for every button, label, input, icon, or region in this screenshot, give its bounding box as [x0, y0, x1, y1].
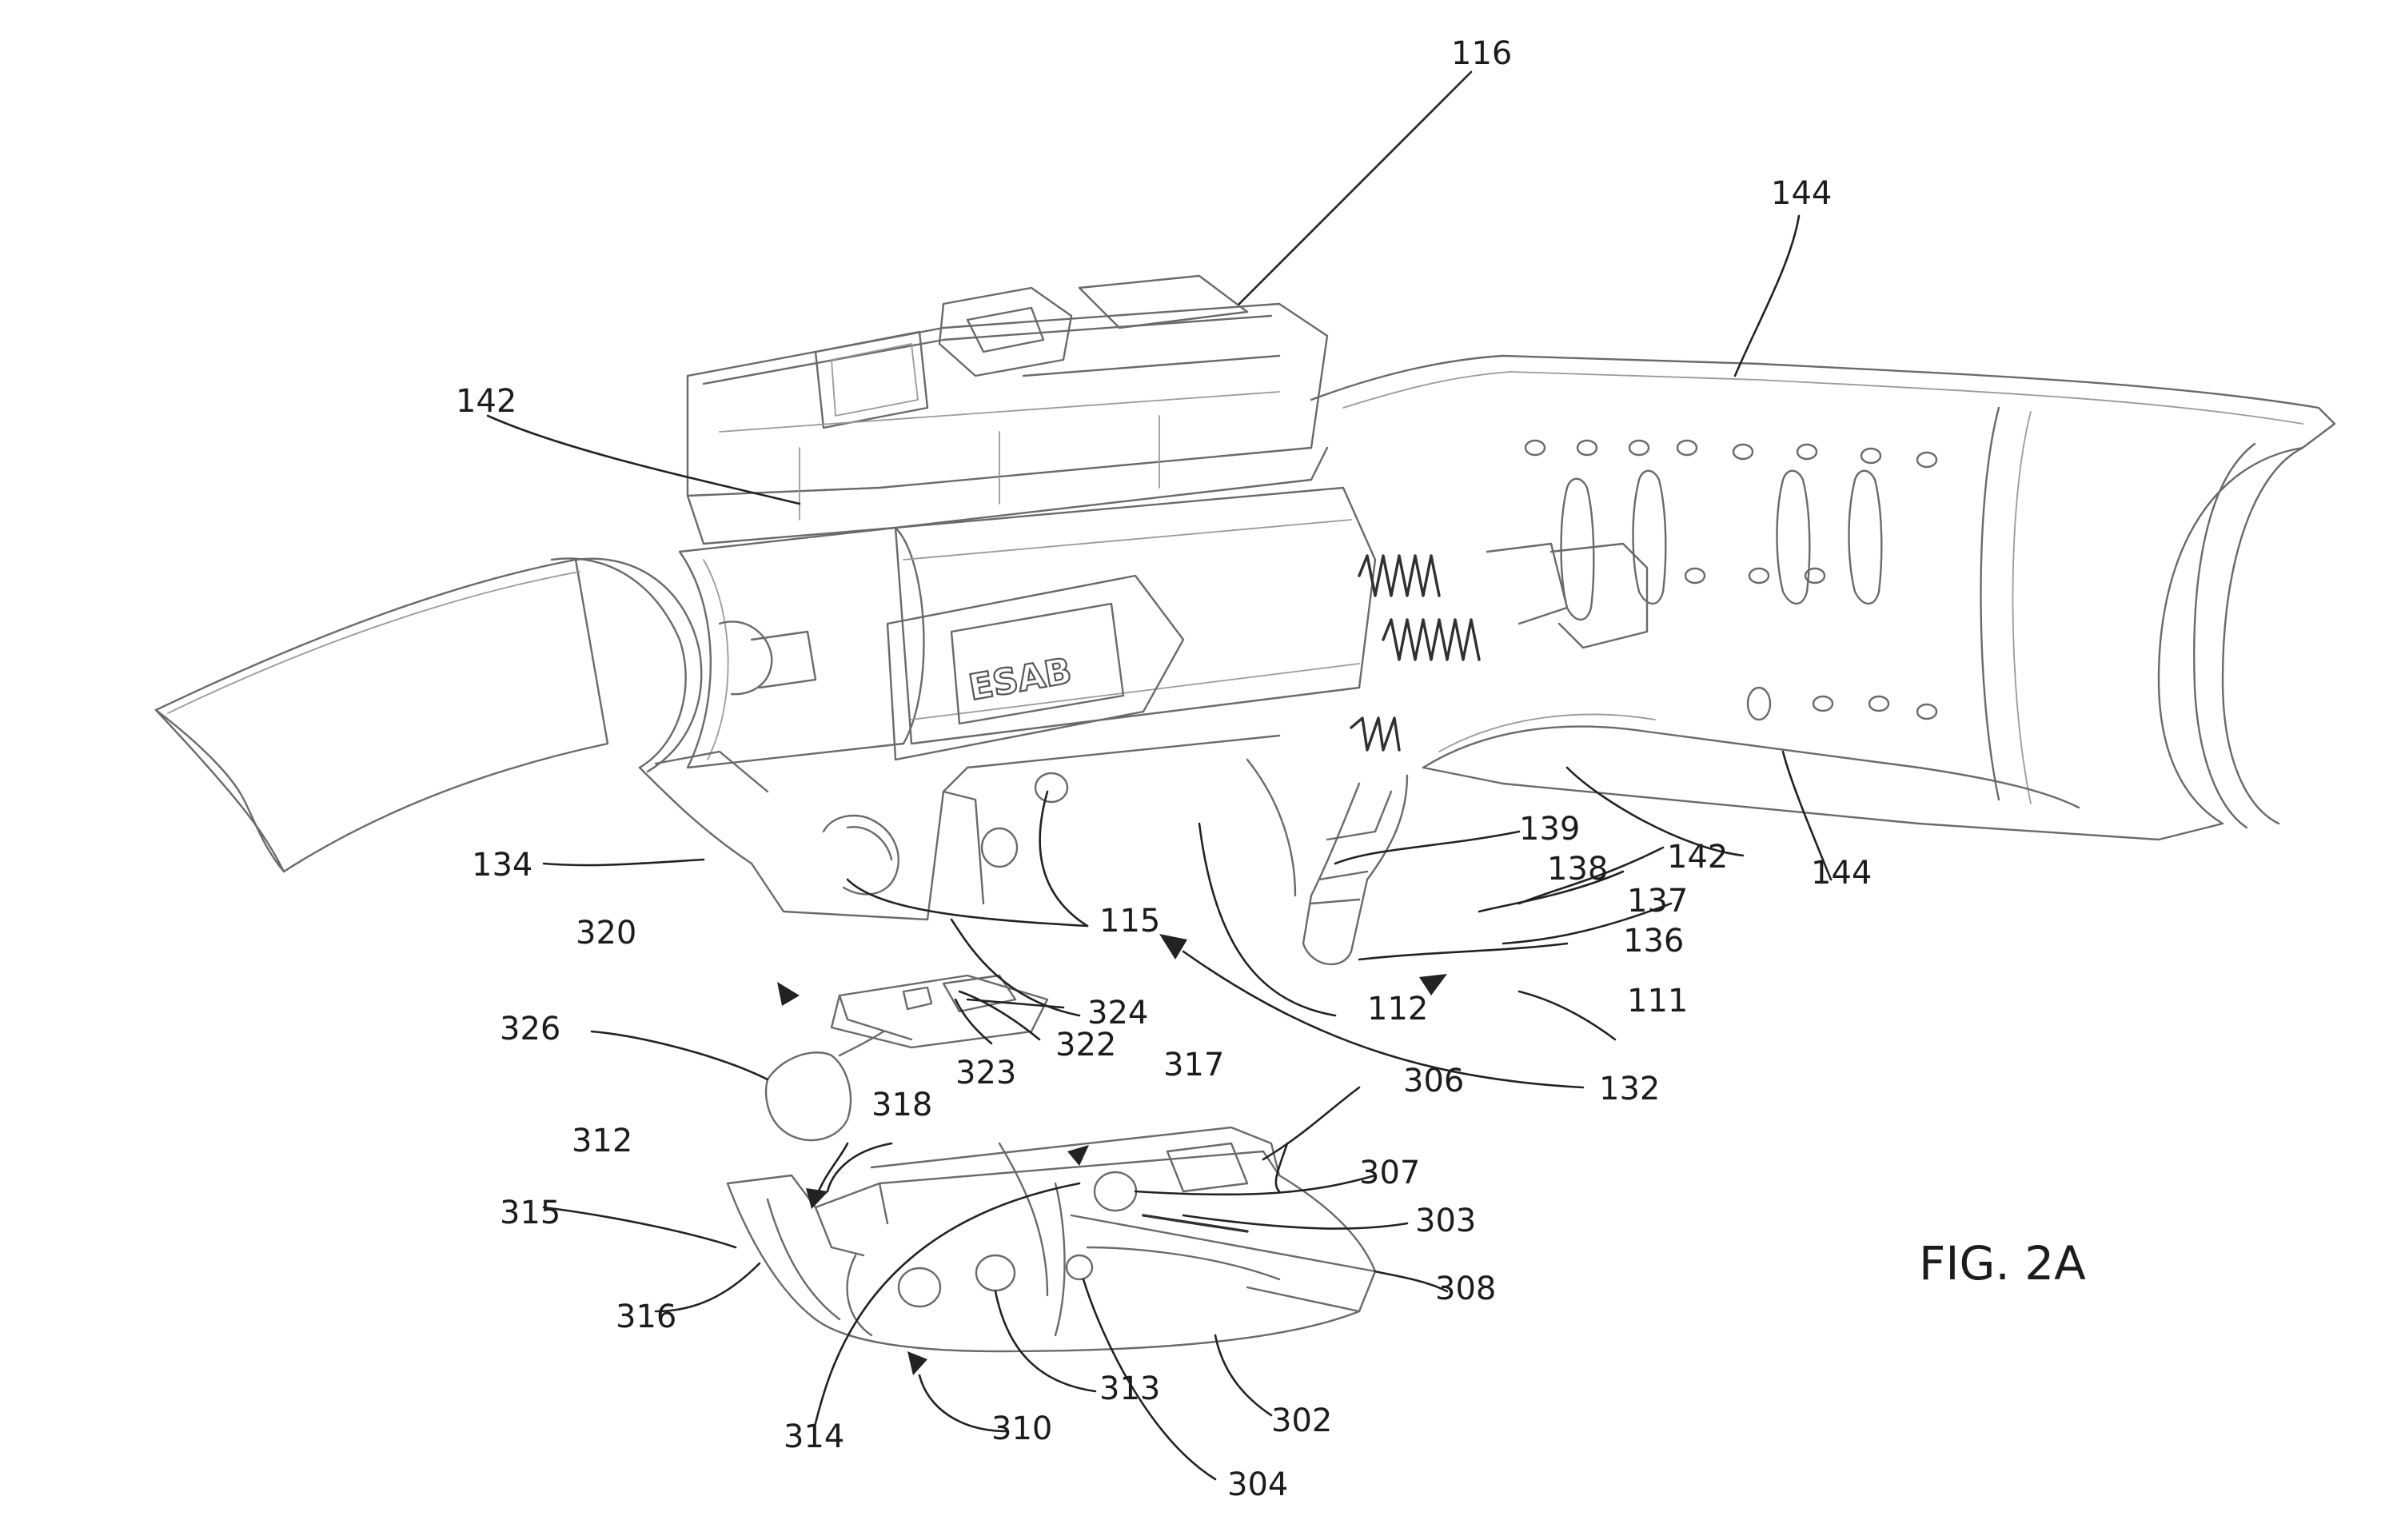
ref-numeral-303: 303 — [1415, 1203, 1476, 1239]
subassembly-310 — [726, 1126, 1377, 1353]
ref-numeral-134: 134 — [472, 847, 532, 884]
ref-numeral-142: 142 — [1667, 839, 1728, 876]
top-housing — [686, 274, 1329, 545]
cable-hose — [154, 557, 703, 873]
rear-collar — [678, 526, 925, 769]
ref-numeral-139: 139 — [1519, 811, 1580, 848]
ref-numeral-317: 317 — [1163, 1047, 1224, 1083]
ref-numeral-324: 324 — [1087, 995, 1148, 1031]
ref-numeral-326: 326 — [500, 1011, 560, 1047]
ref-numeral-111: 111 — [1627, 983, 1688, 1019]
reference-labels: 116 144 142 134 115 139 142 138 137 144 136 111 112 1… — [456, 35, 1872, 1503]
ref-numeral-144: 144 — [1811, 855, 1872, 892]
ref-numeral-310: 310 — [991, 1410, 1052, 1447]
ref-numeral-112: 112 — [1367, 991, 1428, 1027]
subassembly-320 — [764, 974, 1049, 1142]
ref-numeral-138: 138 — [1547, 851, 1608, 888]
ref-numeral-307: 307 — [1359, 1155, 1420, 1191]
lower-body — [638, 734, 1297, 921]
ref-numeral-115: 115 — [1099, 903, 1160, 940]
ref-numeral-144: 144 — [1771, 175, 1832, 212]
ref-numeral-137: 137 — [1627, 883, 1688, 920]
ref-numeral-304: 304 — [1227, 1466, 1288, 1503]
handle-shell — [1310, 354, 2336, 841]
ref-numeral-136: 136 — [1623, 923, 1684, 960]
ref-numeral-312: 312 — [572, 1123, 632, 1159]
ref-numeral-142: 142 — [456, 383, 516, 420]
ref-numeral-323: 323 — [955, 1055, 1016, 1091]
ref-numeral-322: 322 — [1055, 1027, 1116, 1063]
ref-numeral-314: 314 — [784, 1418, 844, 1455]
ref-numeral-302: 302 — [1271, 1402, 1332, 1439]
ref-numeral-318: 318 — [871, 1087, 932, 1123]
ref-numeral-132: 132 — [1599, 1071, 1660, 1107]
main-barrel — [718, 486, 1377, 745]
brand-logo: ESAB — [966, 650, 1075, 708]
leader-lines — [486, 70, 1833, 1481]
ref-numeral-320: 320 — [576, 915, 636, 952]
torch-assembly: ESAB — [154, 274, 2336, 966]
ref-numeral-315: 315 — [500, 1195, 560, 1231]
figure-label: FIG. 2A — [1919, 1236, 2086, 1291]
ref-numeral-116: 116 — [1451, 35, 1512, 72]
esab-badge: ESAB — [886, 574, 1185, 761]
ref-numeral-308: 308 — [1435, 1271, 1496, 1307]
springs — [1358, 542, 1649, 661]
trigger — [1302, 716, 1409, 966]
ref-numeral-316: 316 — [616, 1299, 676, 1335]
ref-numeral-306: 306 — [1403, 1063, 1464, 1099]
handle-ribs — [1524, 439, 1938, 721]
ref-numeral-313: 313 — [1099, 1370, 1160, 1407]
